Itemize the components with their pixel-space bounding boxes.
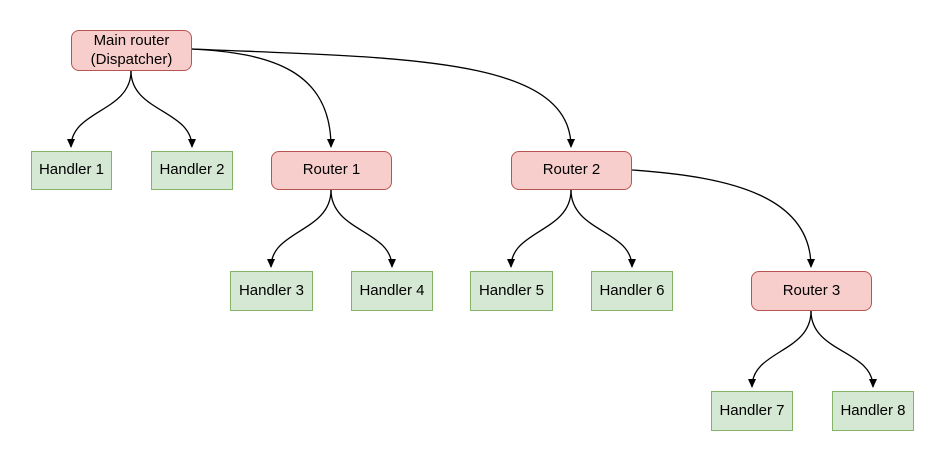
edge-main-router-to-handler-2 xyxy=(130,70,196,148)
node-handler-6: Handler 6 xyxy=(591,271,673,311)
edge-router-2-to-router-3 xyxy=(631,169,815,268)
node-handler-7-label: Handler 7 xyxy=(719,401,785,419)
edge-main-router-to-router-2 xyxy=(191,48,575,148)
edge-main-router-to-handler-1 xyxy=(67,70,132,148)
node-handler-8-label: Handler 8 xyxy=(840,401,906,419)
node-handler-4: Handler 4 xyxy=(351,271,433,311)
node-main-router-label: Main router (Dispatcher) xyxy=(90,31,173,68)
edge-router-2-to-handler-5 xyxy=(507,189,572,268)
node-handler-5: Handler 5 xyxy=(470,271,553,311)
node-router-2-label: Router 2 xyxy=(542,161,601,179)
node-handler-7: Handler 7 xyxy=(711,391,793,431)
node-handler-1-label: Handler 1 xyxy=(38,161,105,179)
node-handler-2-label: Handler 2 xyxy=(159,161,225,179)
node-router-1: Router 1 xyxy=(271,151,392,190)
node-handler-5-label: Handler 5 xyxy=(478,281,545,299)
edge-router-3-to-handler-8 xyxy=(810,310,877,388)
node-handler-3: Handler 3 xyxy=(230,271,313,311)
node-router-2: Router 2 xyxy=(511,151,632,190)
node-handler-8: Handler 8 xyxy=(832,391,914,431)
edge-router-3-to-handler-7 xyxy=(748,310,812,388)
node-handler-3-label: Handler 3 xyxy=(238,281,305,299)
edge-router-1-to-handler-4 xyxy=(330,189,396,268)
edge-router-2-to-handler-6 xyxy=(570,189,636,268)
node-handler-1: Handler 1 xyxy=(31,151,112,190)
node-router-3: Router 3 xyxy=(751,271,872,311)
node-handler-2: Handler 2 xyxy=(151,151,233,190)
node-main-router: Main router (Dispatcher) xyxy=(71,30,192,71)
node-router-1-label: Router 1 xyxy=(302,161,361,179)
node-handler-4-label: Handler 4 xyxy=(359,281,425,299)
edge-main-router-to-router-1 xyxy=(191,48,335,148)
edge-router-1-to-handler-3 xyxy=(267,189,332,268)
node-handler-6-label: Handler 6 xyxy=(599,281,665,299)
node-router-3-label: Router 3 xyxy=(782,281,841,299)
